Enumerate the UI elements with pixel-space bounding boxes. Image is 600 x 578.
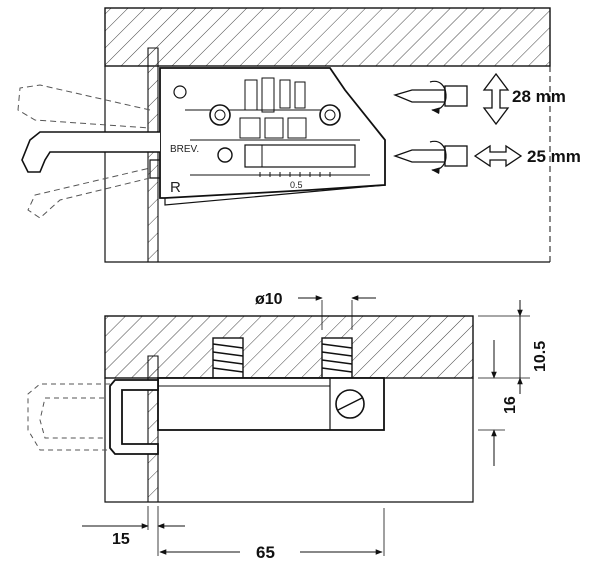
hinge-body: BREV. R 0.5: [159, 67, 386, 206]
hinge-body-bottom: [157, 377, 385, 431]
dowel-right: [321, 337, 353, 379]
bore-diameter-label: ø10: [255, 291, 283, 308]
side-letter: R: [170, 179, 181, 196]
scale-label: 0.5: [290, 180, 303, 190]
top-panel-hatched: [104, 7, 551, 67]
bottom-view: ø10 10.5 16 15 65: [27, 291, 549, 562]
ghost-clip: [27, 383, 110, 451]
hinge-arm: [21, 131, 160, 173]
bottom-cabinet-outline: [104, 378, 474, 503]
bottom-front-panel: [147, 355, 159, 503]
height-adjust-label: 28 mm: [512, 87, 566, 106]
depth-adjust-arrow: [473, 144, 523, 168]
bottom-panel-hatched: [104, 315, 474, 379]
top-view: BREV. R 0.5 28 mm 25 mm: [17, 7, 581, 263]
dowel-left: [212, 337, 244, 379]
screwdriver-height: [393, 80, 468, 115]
body-height-label: 16: [502, 396, 519, 414]
depth-adjust-label: 25 mm: [527, 147, 581, 166]
ghost-open-position: [17, 84, 151, 219]
height-adjust-arrow: [482, 72, 510, 126]
top-offset-label: 10.5: [532, 341, 549, 372]
total-depth-label: 65: [256, 543, 275, 562]
top-front-panel: [147, 47, 159, 263]
brand-mark: BREV.: [170, 144, 199, 155]
hinge-clip-bottom: [109, 379, 159, 455]
screwdriver-depth: [393, 140, 468, 175]
overhang-label: 15: [112, 531, 130, 548]
